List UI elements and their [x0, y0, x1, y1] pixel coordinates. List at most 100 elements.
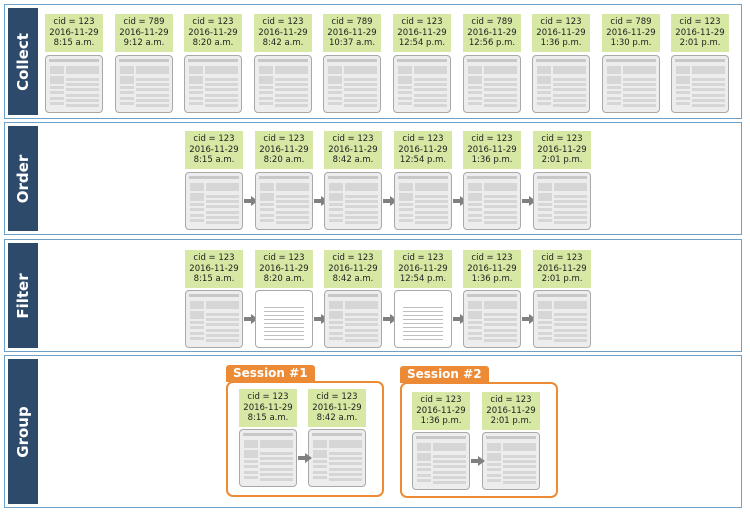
page-block	[414, 78, 447, 81]
record-cid: cid = 123	[53, 17, 95, 27]
page-block	[260, 203, 274, 206]
page-block	[136, 78, 169, 81]
record-time: 2:01 p.m.	[490, 416, 532, 426]
page-block	[537, 86, 551, 89]
text-line	[403, 315, 443, 316]
page-block	[50, 76, 64, 84]
page-block	[468, 193, 482, 201]
page-block	[260, 208, 274, 211]
page-block	[538, 219, 552, 222]
page-block	[66, 88, 99, 91]
page-header-bar	[189, 176, 239, 179]
page-block	[276, 195, 309, 198]
page-block	[190, 214, 204, 217]
page-block	[329, 478, 362, 481]
page-block	[554, 183, 587, 191]
page-block	[66, 83, 99, 86]
page-block	[50, 91, 64, 94]
page-block	[503, 471, 536, 474]
record-time: 8:42 a.m.	[316, 413, 358, 423]
page-block	[120, 66, 134, 74]
page-block	[487, 474, 501, 477]
page-block	[484, 323, 517, 326]
page-block	[190, 183, 204, 191]
page-block	[415, 183, 448, 191]
page-header-bar	[397, 59, 447, 62]
page-header-bar	[486, 436, 536, 439]
page-block	[345, 323, 378, 326]
page-block	[484, 195, 517, 198]
page-block	[345, 301, 378, 309]
page-block	[276, 211, 309, 214]
record-date: 2016-11-29	[398, 263, 448, 274]
row-label-filter: Filter	[8, 243, 38, 348]
page-block	[553, 94, 586, 97]
record-cid: cid = 123	[471, 134, 513, 144]
record-cid: cid = 123	[263, 134, 305, 144]
page-block	[276, 205, 309, 208]
page-block	[484, 339, 517, 342]
page-block	[276, 183, 309, 191]
page-block	[259, 91, 273, 94]
record-cid: cid = 123	[262, 17, 304, 27]
page-block	[50, 102, 64, 105]
record-time: 2:01 p.m.	[541, 274, 583, 284]
page-block	[433, 460, 466, 463]
record-cid: cid = 123	[541, 253, 583, 263]
record-date: 2016-11-29	[606, 27, 656, 38]
page-block	[503, 455, 536, 458]
record-date: 2016-11-29	[243, 402, 293, 413]
page-block	[260, 473, 293, 476]
webpage-thumbnail-icon	[394, 290, 452, 348]
page-block	[206, 195, 239, 198]
page-block	[328, 66, 342, 74]
page-block	[190, 301, 204, 309]
webpage-thumbnail-icon	[45, 55, 103, 113]
record-date: 2016-11-29	[189, 144, 239, 155]
page-block	[190, 208, 204, 211]
page-block	[244, 440, 258, 448]
text-line	[264, 335, 304, 336]
page-block	[484, 78, 517, 81]
page-block	[206, 313, 239, 316]
record-cid: cid = 123	[541, 134, 583, 144]
page-block	[276, 216, 309, 219]
page-block	[554, 221, 587, 224]
page-block	[50, 86, 64, 89]
page-block	[260, 183, 274, 191]
page-block	[344, 94, 377, 97]
record-time: 8:20 a.m.	[263, 274, 305, 284]
page-block	[692, 104, 725, 107]
page-header-bar	[312, 433, 362, 436]
page-header-bar	[606, 59, 656, 62]
text-line	[264, 323, 304, 324]
page-block	[50, 66, 64, 74]
page-block	[66, 104, 99, 107]
page-block	[190, 332, 204, 335]
page-block	[414, 99, 447, 102]
right-arrow-icon	[522, 196, 536, 206]
page-block	[136, 104, 169, 107]
page-block	[553, 104, 586, 107]
page-block	[537, 76, 551, 84]
webpage-thumbnail-icon	[308, 429, 366, 487]
page-block	[345, 313, 378, 316]
webpage-thumbnail-icon	[239, 429, 297, 487]
page-block	[345, 318, 378, 321]
page-block	[66, 94, 99, 97]
page-block	[344, 66, 377, 74]
page-block	[484, 104, 517, 107]
page-block	[484, 99, 517, 102]
page-block	[484, 313, 517, 316]
page-block	[433, 443, 466, 451]
page-block	[244, 476, 258, 479]
page-header-bar	[398, 176, 448, 179]
right-arrow-icon	[244, 314, 258, 324]
